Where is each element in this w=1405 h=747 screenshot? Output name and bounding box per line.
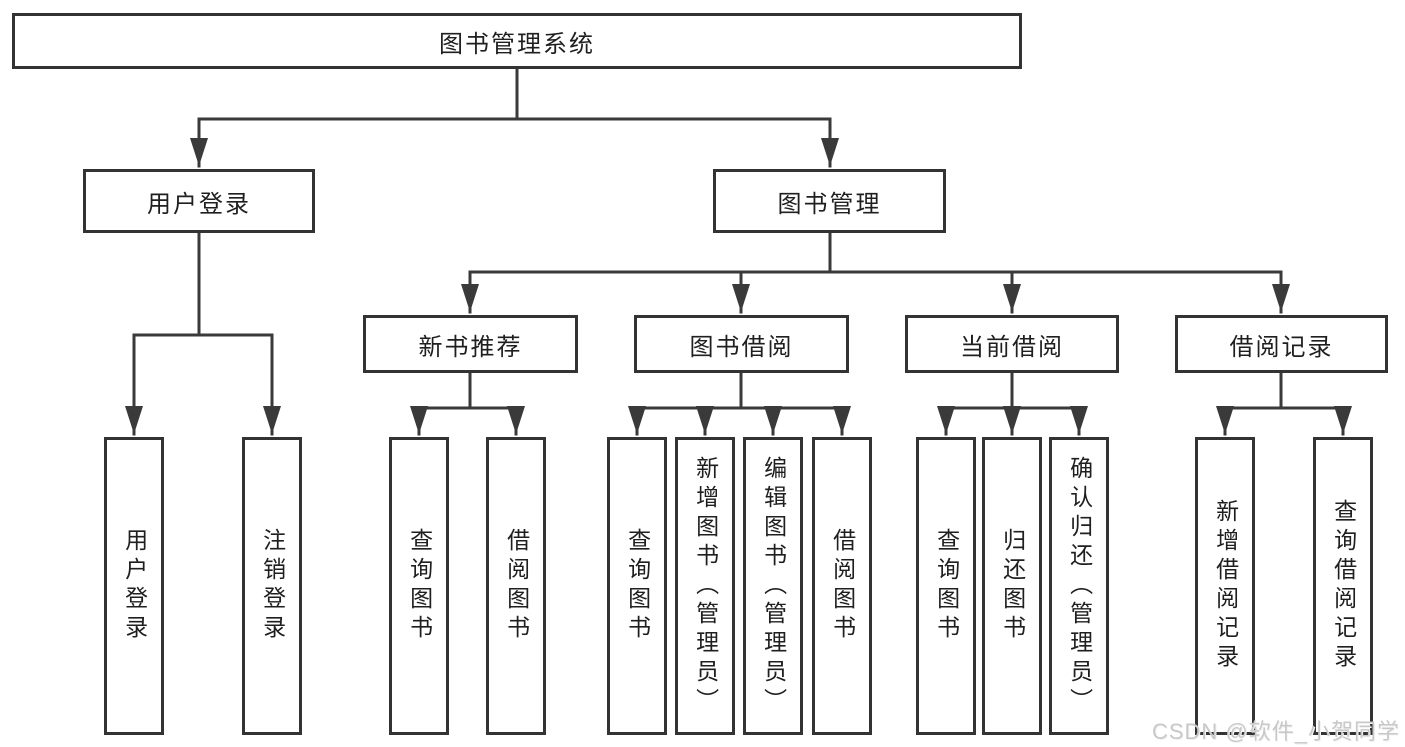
csdn-watermark: CSDN @软件_小贺同学 — [1151, 719, 1400, 744]
node-label: 编辑图书（管理员） — [760, 455, 787, 717]
node-label: 用户登录 — [121, 528, 148, 644]
node-label: 借阅图书 — [829, 528, 856, 644]
node-label: 查询图书 — [933, 528, 960, 644]
node-label: 新增借阅记录 — [1212, 499, 1239, 673]
leaf-borrow-books-borrowing: 借阅图书 — [812, 437, 872, 735]
node-borrowing-records: 借阅记录 — [1175, 315, 1388, 373]
node-label: 查询图书 — [406, 528, 433, 644]
node-library-management-system: 图书管理系统 — [12, 13, 1022, 69]
node-label: 查询图书 — [624, 528, 651, 644]
leaf-user-login: 用户登录 — [104, 437, 164, 735]
node-book-borrowing: 图书借阅 — [634, 315, 849, 373]
leaf-borrow-books-recommend: 借阅图书 — [486, 437, 546, 735]
node-label: 当前借阅 — [960, 333, 1064, 361]
node-label: 新书推荐 — [418, 333, 523, 361]
leaf-query-books-borrowing: 查询图书 — [607, 437, 667, 735]
node-label: 图书借阅 — [689, 333, 794, 361]
leaf-query-borrow-record: 查询借阅记录 — [1313, 437, 1373, 735]
leaf-edit-book-admin: 编辑图书（管理员） — [743, 437, 803, 735]
node-book-management: 图书管理 — [713, 169, 946, 233]
leaf-return-book: 归还图书 — [982, 437, 1042, 735]
node-current-borrowing: 当前借阅 — [905, 315, 1119, 373]
node-label: 确认归还（管理员） — [1066, 455, 1093, 717]
node-label: 借阅记录 — [1229, 333, 1334, 361]
node-label: 用户登录 — [147, 190, 251, 218]
node-label: 注销登录 — [259, 528, 286, 644]
node-new-book-recommendation: 新书推荐 — [363, 315, 578, 373]
node-label: 图书管理系统 — [439, 30, 595, 58]
node-label: 查询借阅记录 — [1330, 499, 1357, 673]
leaf-add-borrow-record: 新增借阅记录 — [1195, 437, 1255, 735]
node-user-login: 用户登录 — [83, 169, 315, 233]
node-label: 图书管理 — [777, 190, 882, 218]
leaf-add-book-admin: 新增图书（管理员） — [675, 437, 735, 735]
node-label: 归还图书 — [999, 528, 1026, 644]
leaf-query-books-recommend: 查询图书 — [389, 437, 449, 735]
node-label: 新增图书（管理员） — [692, 455, 719, 717]
node-label: 借阅图书 — [503, 528, 530, 644]
leaf-logout-login: 注销登录 — [242, 437, 302, 735]
leaf-confirm-return-admin: 确认归还（管理员） — [1049, 437, 1109, 735]
leaf-query-books-current: 查询图书 — [916, 437, 976, 735]
